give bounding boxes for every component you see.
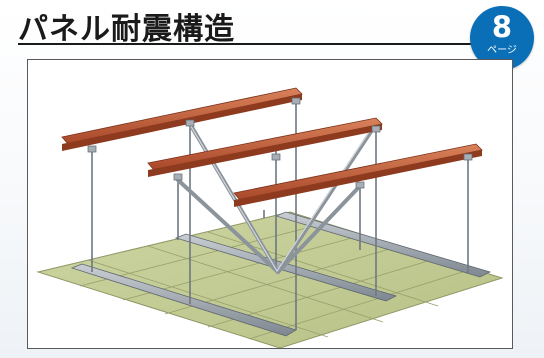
page-title: パネル耐震構造	[18, 12, 235, 47]
title-underline	[18, 43, 486, 45]
beam-clamps	[87, 97, 473, 189]
h-beams	[61, 87, 483, 207]
page-number: 8	[491, 10, 513, 44]
bottom-channels	[70, 211, 492, 337]
structure-figure	[27, 59, 513, 349]
panel-structure-illustration	[36, 87, 504, 348]
page-unit-label: ページ	[487, 45, 517, 56]
hanger-rods	[91, 93, 469, 330]
